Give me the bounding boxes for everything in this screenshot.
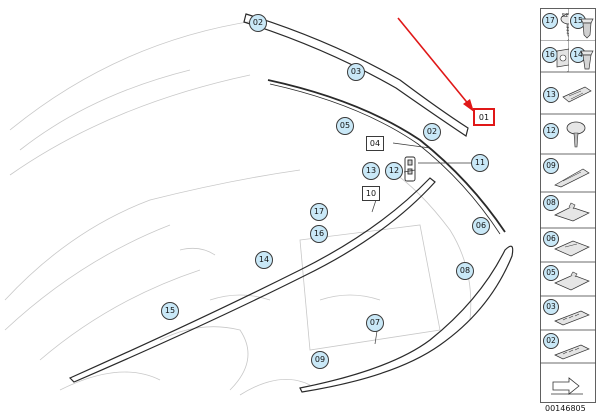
- moulding-strips: [68, 13, 514, 393]
- expanding-nut-icon: [580, 50, 594, 70]
- callout-14[interactable]: 14: [255, 251, 273, 269]
- callout-13[interactable]: 13: [362, 162, 380, 180]
- legend-item-arrow[interactable]: [541, 364, 595, 402]
- legend-label-06: 06: [543, 231, 559, 247]
- callout-04[interactable]: 04: [366, 136, 384, 151]
- legend-label-12: 12: [543, 123, 559, 139]
- hex-screw-icon: [566, 121, 586, 148]
- vehicle-outline: [4, 19, 472, 396]
- legend-item-15[interactable]: 15: [569, 9, 595, 40]
- legend-label-02: 02: [543, 333, 559, 349]
- mounting-clip-icon: [554, 271, 590, 291]
- legend-item-09[interactable]: 09: [541, 155, 595, 191]
- callout-08[interactable]: 08: [456, 262, 474, 280]
- callout-07[interactable]: 07: [366, 314, 384, 332]
- callout-09[interactable]: 09: [311, 351, 329, 369]
- legend-label-13: 13: [543, 87, 559, 103]
- callout-10[interactable]: 10: [362, 186, 380, 201]
- legend-label-15: 15: [570, 13, 586, 29]
- leader-lines: [371, 142, 471, 345]
- mounting-clip-icon: [554, 240, 590, 257]
- legend-item-05[interactable]: 05: [541, 263, 595, 295]
- legend-label-16: 16: [542, 47, 558, 63]
- legend-label-08: 08: [543, 195, 559, 211]
- legend-label-17: 17: [542, 13, 558, 29]
- legend-item-02[interactable]: 02: [541, 331, 595, 362]
- arrow-icon: [551, 377, 583, 395]
- highlight-arrow: [397, 17, 474, 112]
- mounting-clip-icon: [554, 202, 590, 222]
- legend-item-12[interactable]: 12: [541, 115, 595, 153]
- legend-item-03[interactable]: 03: [541, 297, 595, 329]
- bracket-clip-icon: [562, 86, 592, 103]
- image-number: 00146805: [545, 404, 586, 413]
- legend-item-14[interactable]: 14: [569, 41, 595, 71]
- callout-15[interactable]: 15: [161, 302, 179, 320]
- legend-item-06[interactable]: 06: [541, 229, 595, 261]
- moulding-clip-icon: [554, 168, 590, 188]
- legend-item-17[interactable]: 17 S2: [541, 9, 578, 40]
- highlight-tag-01[interactable]: 01: [473, 108, 495, 126]
- small-parts-cluster: [404, 156, 416, 182]
- clip-nut-icon: [556, 48, 570, 68]
- callout-12[interactable]: 12: [385, 162, 403, 180]
- callout-05[interactable]: 05: [336, 117, 354, 135]
- callout-02-top[interactable]: 02: [249, 14, 267, 32]
- callout-11[interactable]: 11: [471, 154, 489, 172]
- legend-item-13[interactable]: 13: [541, 73, 595, 113]
- legend-label-05: 05: [543, 265, 559, 281]
- expanding-rivet-icon: [580, 18, 594, 39]
- callout-02-mid[interactable]: 02: [423, 123, 441, 141]
- rail-clip-icon: [554, 310, 590, 326]
- callout-06[interactable]: 06: [472, 217, 490, 235]
- callout-16[interactable]: 16: [310, 225, 328, 243]
- rail-clip-icon: [554, 344, 590, 360]
- callout-03[interactable]: 03: [347, 63, 365, 81]
- callout-17[interactable]: 17: [310, 203, 328, 221]
- legend-item-16[interactable]: 16: [541, 41, 570, 71]
- legend-item-08[interactable]: 08: [541, 193, 595, 227]
- screw-badge: S2: [561, 13, 569, 19]
- legend-label-03: 03: [543, 299, 559, 315]
- legend-label-09: 09: [543, 158, 559, 174]
